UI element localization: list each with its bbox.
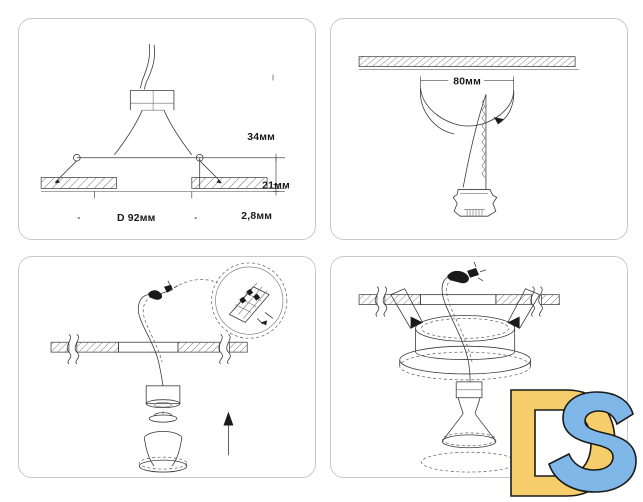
keyhole-saw	[452, 94, 498, 217]
dimension-hole-diameter	[420, 76, 515, 91]
supply-cable	[441, 276, 473, 382]
detail-callout-magnifier[interactable]	[169, 262, 288, 339]
ceiling-slab	[358, 56, 580, 70]
handle-grip-lines	[464, 208, 485, 217]
rotation-arrowhead	[493, 117, 504, 125]
dimension-lines	[94, 74, 285, 199]
ceiling-slab	[358, 294, 560, 305]
break-symbol-right	[530, 286, 543, 317]
spring-clip-right	[507, 288, 541, 329]
label-height-34mm: 34мм	[247, 132, 275, 143]
panel-wire-connection	[18, 256, 316, 478]
break-symbol-left	[374, 286, 388, 317]
panel-cut-ceiling-hole: 80мм	[330, 18, 628, 240]
fixture-trim-ring	[399, 345, 531, 381]
terminal-block-enlarged	[228, 282, 274, 326]
lamp-bulb	[441, 413, 497, 449]
assembly-arrow-down	[519, 410, 528, 425]
supply-cable	[138, 294, 164, 386]
supply-wire	[139, 43, 155, 90]
lamp-socket-housing	[129, 89, 175, 111]
lamp-bulb	[138, 431, 188, 473]
panel-fixture-dimensions: 34мм 21мм 2,8мм D 92мм - -	[18, 18, 316, 240]
break-symbol-left	[66, 333, 80, 365]
decorative-cover-ring	[421, 451, 518, 473]
terminal-block-connector	[447, 261, 487, 284]
label-diameter-d92mm: D 92мм	[117, 213, 156, 224]
terminal-block-connector	[148, 280, 179, 300]
ceiling-slab	[50, 341, 248, 353]
label-hole-80mm: 80мм	[453, 76, 481, 87]
assembly-arrow-up	[223, 411, 234, 456]
break-symbol-right	[218, 333, 231, 365]
label-dim-tick-left: -	[77, 213, 80, 222]
ceiling-slab	[40, 177, 268, 192]
fixture-socket-body	[145, 385, 181, 409]
lamp-reflector	[114, 109, 193, 156]
fixture-can-body	[415, 315, 516, 360]
label-thickness-2-8mm: 2,8мм	[241, 211, 272, 222]
spring-clip-left	[390, 288, 424, 329]
fixture-socket-body	[455, 381, 483, 414]
lamp-retaining-ring	[148, 410, 178, 423]
panel-insert-fixture	[330, 256, 628, 478]
label-dim-tick-right: -	[194, 213, 197, 222]
cut-circle-path	[420, 88, 515, 135]
label-depth-21mm: 21мм	[262, 180, 290, 191]
